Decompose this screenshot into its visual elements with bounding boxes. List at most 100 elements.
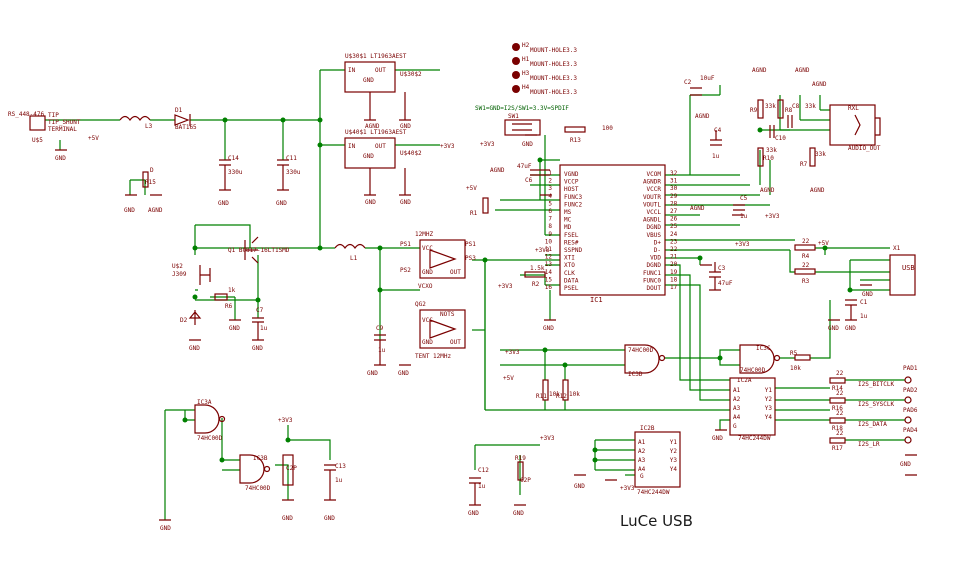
ps1-label: PS1	[465, 241, 476, 248]
ic1-pin-number: 7	[548, 216, 552, 223]
ic2a-input-pin: A4	[733, 414, 741, 421]
IC3C-label: 74HC00D	[740, 367, 766, 374]
ic1-pin-name: AGNDR	[643, 179, 661, 186]
power-jack-label: U$5	[32, 137, 43, 144]
L1-label: L1	[350, 255, 358, 262]
C9-value: 1u	[378, 347, 386, 354]
gnd-label: GND	[400, 123, 411, 130]
ic1-pin-name: HOST	[564, 186, 579, 193]
R14-value: 22	[836, 370, 844, 377]
R2-label: R2	[532, 281, 540, 288]
C9-label: C9	[376, 325, 384, 332]
R2-value: 1.5k	[530, 265, 545, 272]
ic1-pin-number: 24	[670, 231, 678, 238]
ic1-pin-name: PSEL	[564, 285, 579, 292]
gnd-label: GND	[229, 325, 240, 332]
audio-out-label: AUDIO_OUT	[848, 145, 881, 152]
osc-out: OUT	[450, 339, 461, 346]
C3-label: C3	[718, 265, 726, 272]
R14-label: R14	[832, 385, 843, 392]
R17-label: R17	[832, 445, 843, 452]
gnd-label: GND	[513, 510, 524, 517]
agnd-label: AGND	[810, 187, 825, 194]
agnd-label: AGND	[795, 67, 810, 74]
R12-label: R12	[556, 393, 567, 400]
C5-label: C5	[740, 195, 748, 202]
osc-out: OUT	[450, 269, 461, 276]
power-jack-ref: RS_448-476	[8, 111, 45, 118]
ic1-pin-number: 27	[670, 208, 678, 215]
schematic-title: LuCe USB	[620, 512, 693, 530]
osc-gnd: GND	[422, 339, 433, 346]
R12-value: 10k	[569, 391, 580, 398]
R9-value: 33k	[765, 103, 776, 110]
ic1-pin-number: 8	[548, 223, 552, 230]
ic2a-output-pin: Y3	[765, 405, 773, 412]
IC3D-label: 74HC00D	[628, 347, 654, 354]
reg-out: OUT	[375, 67, 386, 74]
ic2a-output-pin: Y1	[765, 387, 773, 394]
ic1-pin-name: VCCP	[564, 179, 579, 186]
ic2b-input-pin: A4	[638, 466, 646, 473]
SW1-label: SW1	[508, 113, 519, 120]
p3v3-label: +3V3	[765, 213, 780, 220]
p3v3-label: +3V3	[540, 435, 555, 442]
C7-label: C7	[256, 307, 264, 314]
i2s-bitclk-label: I2S_BITCLK	[858, 381, 895, 388]
IC3P-label: C2P	[286, 465, 297, 472]
R10-value: 33k	[766, 147, 777, 154]
ic1-pin-number: 25	[670, 223, 678, 230]
C12-value: 1u	[478, 483, 486, 490]
gnd-label: GND	[324, 515, 335, 522]
mount-hole-ref: H1	[522, 56, 530, 63]
ic1-pin-number: 6	[548, 208, 552, 215]
ic1-pin-number: 18	[670, 276, 678, 283]
R17-value: 22	[836, 430, 844, 437]
agnd-label: AGND	[490, 167, 505, 174]
osc-vcc: VCC	[422, 245, 433, 252]
gnd-label: GND	[218, 200, 229, 207]
IC3A-label: 74HC00D	[197, 435, 223, 442]
ic1-pin-name: FUNC3	[564, 194, 582, 201]
C4-label: C4	[714, 127, 722, 134]
ic1-pin-name: VBUS	[647, 232, 662, 239]
ic2b-output-pin: Y2	[670, 448, 678, 455]
wires	[45, 69, 905, 520]
C5-value: 1u	[740, 213, 748, 220]
ic1-pin-number: 21	[670, 254, 678, 261]
C12-label: C12	[478, 467, 489, 474]
U2-label: U$2	[172, 263, 183, 270]
R4-label: R4	[802, 253, 810, 260]
p3v3-label: +3V3	[480, 141, 495, 148]
ic1-pin-name: DGND	[647, 224, 662, 231]
gnd-label: GND	[189, 345, 200, 352]
C13-value: 1u	[335, 477, 343, 484]
gnd-label: GND	[282, 515, 293, 522]
gnd-label: GND	[400, 199, 411, 206]
agnd-label: AGND	[812, 81, 827, 88]
agnd-label: AGND	[690, 205, 705, 212]
ic2b-input-pin: A3	[638, 457, 646, 464]
R18-label: R18	[832, 425, 843, 432]
mount-hole-label: MOUNT-HOLE3.3	[530, 47, 577, 54]
IC2B-value: 74HC244DW	[637, 489, 670, 496]
ic1-pin-number: 17	[670, 284, 678, 291]
osc1-freq: 12MHZ	[415, 231, 433, 238]
R9-label: R9	[750, 107, 758, 114]
p3v3-label: +3V3	[505, 349, 520, 356]
ic2b-output-pin: Y4	[670, 466, 678, 473]
R7-value: 33k	[815, 151, 826, 158]
ic1-pin-number: 5	[548, 200, 552, 207]
ic1-pin-name: MD	[564, 224, 572, 231]
C2P-label: C2P	[520, 477, 531, 484]
gnd-label: GND	[276, 200, 287, 207]
osc-nots: NOTS	[440, 311, 455, 318]
reg2-label: U$40$1 LT1963AEST	[345, 129, 407, 136]
R13-value: 100	[602, 125, 613, 132]
R8-label: R8	[785, 107, 793, 114]
U40-2-label: U$40$2	[400, 150, 422, 157]
osc-gnd: GND	[422, 269, 433, 276]
gnd-label: GND	[367, 370, 378, 377]
p5v-label: +5V	[503, 375, 514, 382]
ic1-pin-number: 4	[548, 193, 552, 200]
